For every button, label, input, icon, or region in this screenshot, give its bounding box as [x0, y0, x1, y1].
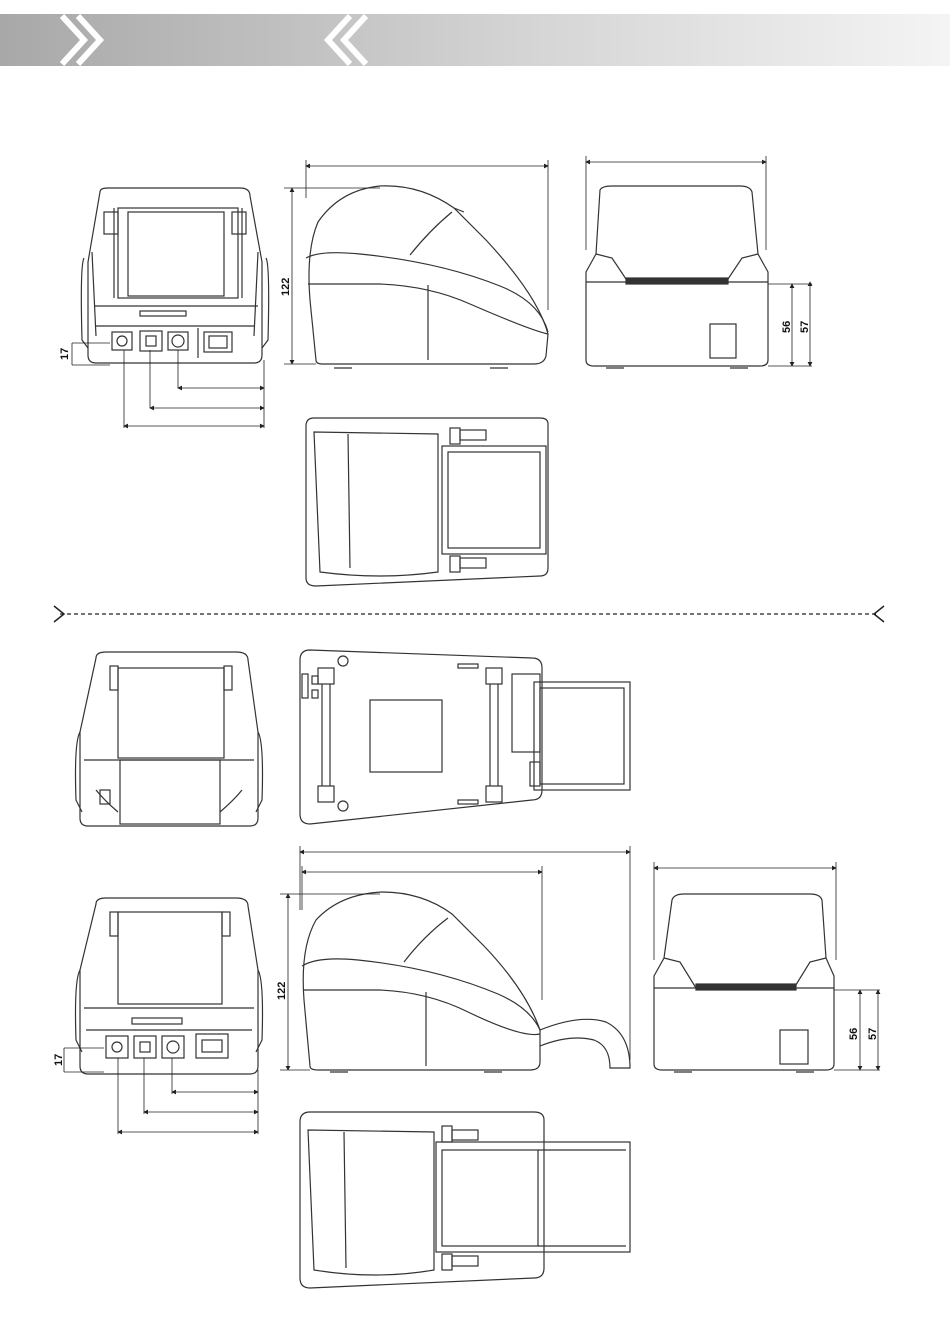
side-view-bottom-dimensions	[280, 846, 630, 1070]
dimension-label-17-bottom: 17	[53, 1054, 65, 1066]
rear-view-top-dimensions	[72, 343, 264, 428]
bottom-view	[300, 650, 630, 824]
rear-view-bottom-plain	[76, 652, 263, 826]
dimension-label-57-bottom: 57	[867, 1028, 879, 1040]
dimension-label-56-top: 56	[781, 321, 793, 333]
dimension-label-56-bottom: 56	[848, 1028, 860, 1040]
section-separator	[54, 606, 884, 622]
front-view-top	[586, 186, 768, 368]
top-view-top	[306, 418, 548, 586]
side-view-top	[306, 186, 548, 368]
dimension-label-17-top: 17	[59, 348, 71, 360]
rear-view-bottom-dimensions	[64, 1048, 258, 1134]
front-view-bottom-dimensions	[654, 862, 880, 1070]
dimension-label-122-bottom: 122	[276, 982, 288, 1000]
dimension-label-57-top: 57	[799, 321, 811, 333]
dimension-label-122-top: 122	[280, 278, 292, 296]
front-view-top-dimensions	[586, 156, 812, 366]
top-view-bottom	[300, 1112, 630, 1288]
header-band	[0, 14, 950, 66]
side-view-bottom	[302, 892, 630, 1072]
rear-view-top	[81, 188, 268, 363]
front-view-bottom	[654, 894, 834, 1072]
